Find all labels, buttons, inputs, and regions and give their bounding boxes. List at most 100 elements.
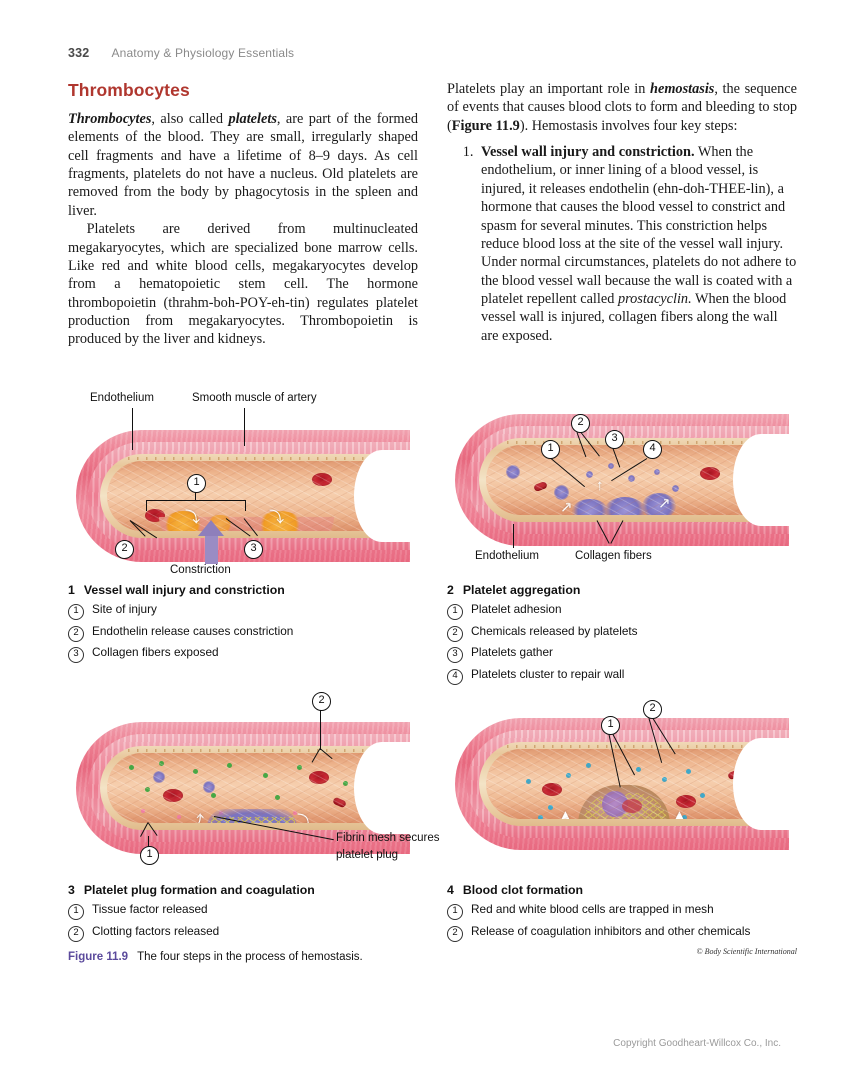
figure-panel-3: 2 (68, 692, 440, 946)
platelet-cluster (572, 499, 608, 515)
panel-2-item-list: 1 Platelet adhesion 2 Chemicals released b… (447, 602, 797, 685)
coagulation-inhibitor-dot (686, 769, 691, 774)
figure-panel-2: ↗ ↑ ↗ 2 3 1 4 En (447, 392, 797, 689)
item-number: 4 (447, 668, 463, 685)
item-text: Collagen fibers exposed (92, 645, 219, 659)
endothelium-label: Endothelium (90, 392, 154, 404)
blood-vessel-illustration: ⤴ ⤵ (76, 722, 412, 854)
left-p1-seg4: , are part of the formed elements of the… (68, 111, 418, 219)
red-blood-cell (332, 796, 347, 809)
term-thrombocytes: Thrombocytes (68, 111, 152, 127)
illustration-credit: © Body Scientific International (696, 947, 798, 956)
platelet (586, 471, 593, 478)
clotting-factor-dot (159, 761, 164, 766)
red-blood-cell (676, 795, 696, 808)
page-title: Thrombocytes (68, 80, 190, 100)
callout-4: 4 (643, 440, 662, 459)
tissue-factor-dot (255, 817, 259, 821)
list-item: 2 Chemicals released by platelets (447, 623, 797, 642)
platelet (203, 781, 215, 793)
list-item: 1 Platelet adhesion (447, 602, 797, 620)
blood-vessel-illustration: ↗ ↑ ↗ (455, 414, 791, 546)
callout-2: 2 (571, 414, 590, 433)
item-number: 2 (68, 625, 84, 642)
flow-arrow: ▲ (558, 808, 573, 820)
step-1-body-b: When the blood vessel wall is injured, c… (481, 290, 787, 344)
panel-1-step-number: 1 (68, 583, 75, 597)
blood-vessel-illustration: ⤵ ⤵ (76, 430, 412, 562)
clotting-factor-dot (129, 765, 134, 770)
panel-1-caption-title: 1 Vessel wall injury and constriction (68, 583, 418, 597)
red-blood-cell (309, 771, 329, 784)
panel-4-caption-title: 4 Blood clot formation (447, 883, 797, 897)
flow-arrow: ↗ (560, 500, 573, 516)
platelet-plug (207, 809, 297, 823)
item-text: Tissue factor released (92, 902, 208, 916)
item-number: 3 (447, 647, 463, 663)
callout-2: 2 (115, 540, 134, 559)
callout-2: 2 (643, 700, 662, 719)
item-text: Red and white blood cells are trapped in… (471, 902, 714, 916)
coagulation-inhibitor-dot (566, 773, 571, 778)
item-text: Platelet adhesion (471, 602, 562, 616)
right-column: Platelets play an important role in hemo… (447, 80, 797, 345)
platelet (628, 475, 635, 482)
item-number: 1 (447, 604, 463, 620)
coagulation-inhibitor-dot (538, 815, 543, 819)
clotting-factor-dot (227, 763, 232, 768)
item-text: Chemicals released by platelets (471, 623, 638, 638)
leader-endothelium (513, 524, 514, 548)
panel-2-step-number: 2 (447, 583, 454, 597)
flow-arrow: ▲ (672, 808, 687, 820)
coagulation-inhibitor-dot (662, 777, 667, 782)
coagulation-inhibitor-dot (636, 767, 641, 772)
clotting-factor-dot (343, 781, 348, 786)
clotting-factor-dot (145, 787, 150, 792)
panel-3-artwork: 2 (68, 692, 440, 877)
coagulation-inhibitor-dot (548, 805, 553, 810)
constriction-arrow-head (198, 520, 224, 536)
leader-callout-1-stem (148, 836, 149, 848)
platelet (654, 469, 660, 475)
left-paragraph-2: Platelets are derived from multinucleate… (68, 221, 418, 348)
item-number: 2 (447, 925, 463, 942)
trapped-red-blood-cell (622, 799, 642, 813)
fibrin-mesh-label-line1: Fibrin mesh secures (336, 832, 440, 844)
clotting-factor-dot (193, 769, 198, 774)
smooth-muscle-label: Smooth muscle of artery (192, 392, 317, 404)
item-text: Platelets cluster to repair wall (471, 666, 625, 681)
right-p1-seg5: ). Hemostasis involves four key steps: (519, 117, 738, 134)
callout-1: 1 (187, 474, 206, 493)
red-blood-cell (700, 467, 720, 480)
coagulation-inhibitor-dot (700, 793, 705, 798)
fibrin-mesh (582, 793, 668, 819)
platelet (554, 485, 569, 500)
item-number: 2 (447, 625, 463, 642)
tissue-factor-dot (219, 811, 223, 815)
vessel-cutaway-opening (733, 738, 791, 830)
clotting-factor-dot (297, 765, 302, 770)
figure-panel-1: Endothelium Smooth muscle of artery (68, 392, 418, 668)
vessel-cutaway-opening (733, 434, 791, 526)
panel-4-title-text: Blood clot formation (462, 883, 584, 897)
right-p1-seg1: Platelets play an important role in (447, 81, 651, 97)
vessel-cutaway-opening (354, 450, 412, 542)
bracket-right-tick (245, 500, 247, 511)
term-prostacyclin: prostacyclin. (617, 290, 692, 307)
callout-3: 3 (605, 430, 624, 449)
flow-arrow: ⤵ (269, 510, 285, 526)
flow-arrow: ↑ (596, 478, 604, 494)
clotting-factor-dot (263, 773, 268, 778)
platelet-cluster (642, 493, 676, 515)
panel-2-title-text: Platelet aggregation (462, 583, 581, 597)
panel-1-artwork: Endothelium Smooth muscle of artery (68, 392, 418, 577)
